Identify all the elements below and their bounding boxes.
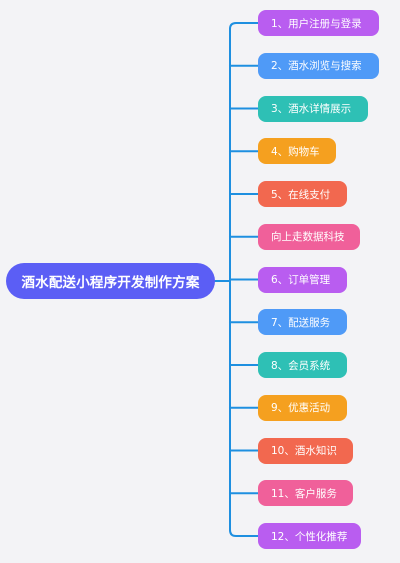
branch-connector-13	[229, 529, 259, 537]
root-topic[interactable]: 酒水配送小程序开发制作方案	[6, 263, 215, 299]
branch-node-5[interactable]: 5、在线支付	[258, 181, 347, 207]
branch-node-2[interactable]: 2、酒水浏览与搜索	[258, 52, 379, 79]
branch-node-13[interactable]: 12、个性化推荐	[258, 523, 361, 549]
branch-node-7[interactable]: 6、订单管理	[258, 266, 347, 293]
branch-node-3[interactable]: 3、酒水详情展示	[258, 95, 368, 122]
branch-node-10[interactable]: 9、优惠活动	[258, 394, 347, 421]
branch-connector-1	[229, 22, 259, 30]
branch-node-8[interactable]: 7、配送服务	[258, 309, 347, 336]
branch-node-9[interactable]: 8、会员系统	[258, 352, 347, 378]
branch-node-6[interactable]: 向上走数据科技	[258, 223, 360, 250]
branch-node-1[interactable]: 1、用户注册与登录	[258, 10, 379, 36]
branch-node-4[interactable]: 4、购物车	[258, 138, 336, 165]
branch-node-11[interactable]: 10、酒水知识	[258, 437, 353, 464]
branch-node-12[interactable]: 11、客户服务	[258, 480, 353, 507]
